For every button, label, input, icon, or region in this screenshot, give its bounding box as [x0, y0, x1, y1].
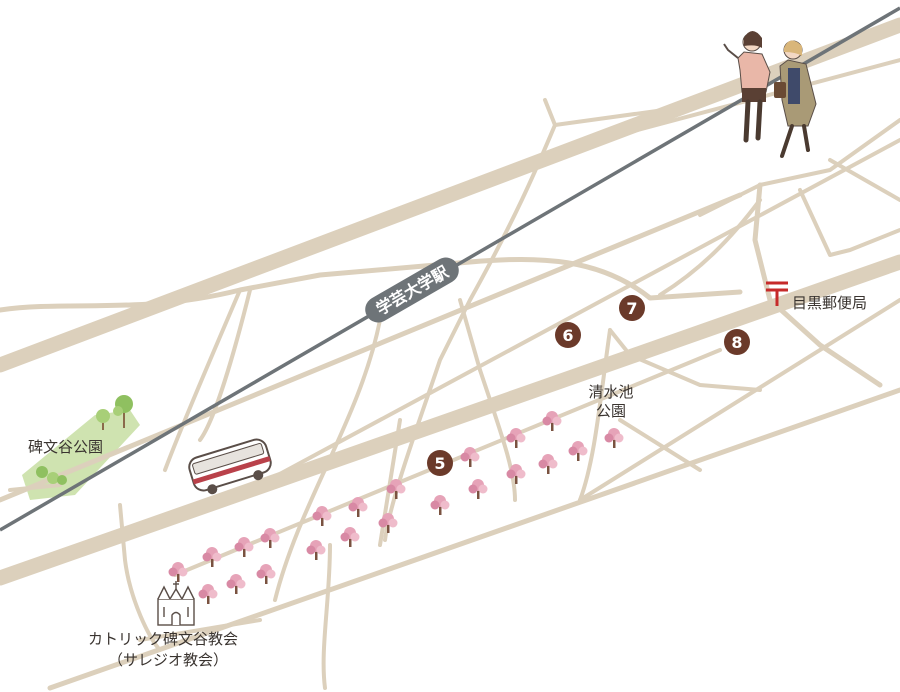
cherry-blossom-icon: [202, 547, 222, 567]
cherry-blossom-icon: [468, 479, 488, 499]
church-label-1: カトリック碑文谷教会: [88, 630, 238, 648]
post-office-label: 目黒郵便局: [792, 294, 867, 312]
marker-7[interactable]: 7: [619, 295, 645, 321]
cherry-blossom-icon: [506, 464, 526, 484]
cherry-blossom-icon: [430, 495, 450, 515]
post-office-icon: [766, 281, 788, 306]
cherry-blossom-icon: [260, 528, 280, 548]
cherry-blossom-icon: [604, 428, 624, 448]
cherry-blossom-icon: [198, 584, 218, 604]
cherry-blossom-icon: [386, 479, 406, 499]
svg-text:8: 8: [731, 333, 742, 352]
cherry-blossom-row: [168, 411, 624, 604]
svg-text:5: 5: [434, 454, 445, 473]
cherry-blossom-icon: [460, 447, 480, 467]
cherry-blossom-icon: [226, 574, 246, 594]
svg-text:7: 7: [626, 299, 637, 318]
cherry-blossom-icon: [340, 527, 360, 547]
cherry-blossom-icon: [234, 537, 254, 557]
cherry-blossom-icon: [378, 513, 398, 533]
marker-8[interactable]: 8: [724, 329, 750, 355]
cherry-blossom-icon: [506, 428, 526, 448]
church-icon: [157, 581, 195, 626]
cherry-blossom-icon: [306, 540, 326, 560]
himonya-park-label: 碑文谷公園: [28, 438, 103, 456]
road-network: [0, 17, 900, 691]
cherry-blossom-icon: [538, 454, 558, 474]
shimizuike-park-label-2: 公園: [596, 402, 626, 420]
marker-5[interactable]: 5: [427, 450, 453, 476]
cherry-blossom-icon: [312, 506, 332, 526]
svg-text:6: 6: [562, 326, 573, 345]
pedestrians-illustration: [723, 31, 817, 158]
tree-icon: [36, 395, 133, 485]
cherry-blossom-icon: [348, 497, 368, 517]
bus-icon: [188, 438, 272, 495]
marker-6[interactable]: 6: [555, 322, 581, 348]
cherry-blossom-icon: [568, 441, 588, 461]
cherry-blossom-icon: [168, 562, 188, 582]
shimizuike-park-label-1: 清水池: [588, 383, 633, 401]
cherry-blossom-icon: [542, 411, 562, 431]
church-label-2: （サレジオ教会）: [108, 651, 228, 669]
cherry-blossom-icon: [256, 564, 276, 584]
